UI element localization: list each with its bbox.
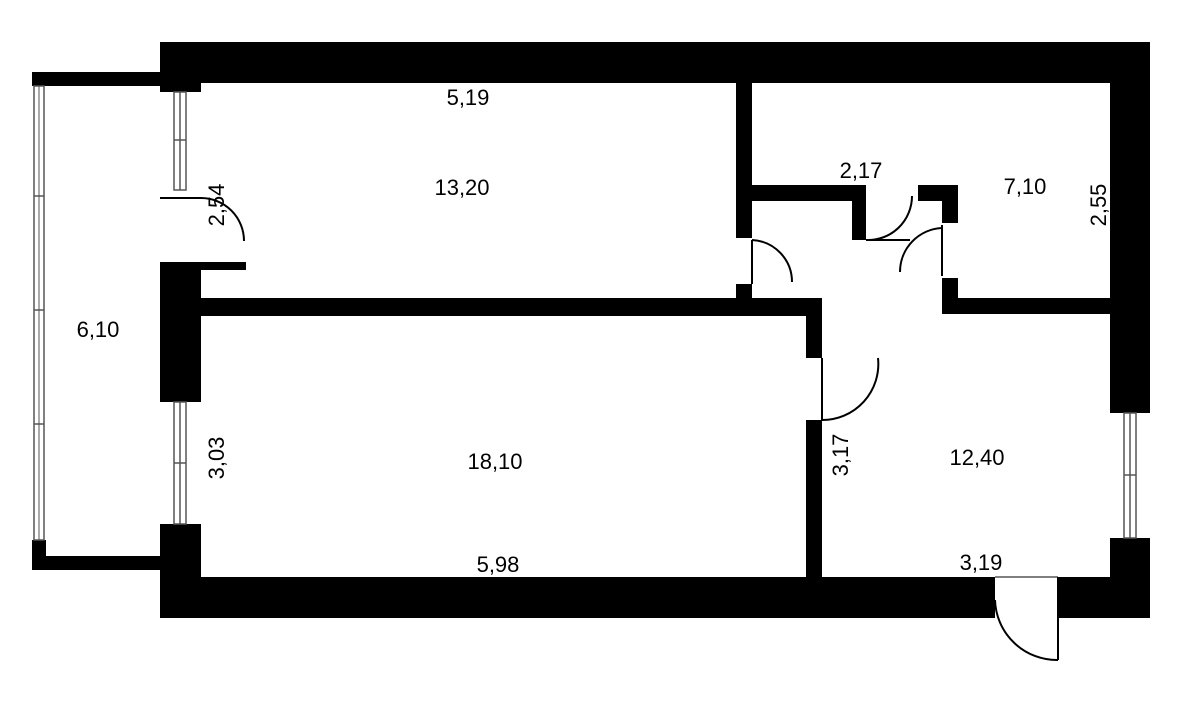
door-room-top-left [751, 239, 794, 284]
room-small-area: 7,10 [1004, 174, 1047, 199]
window-left-top [173, 91, 187, 191]
room-top-left-width: 5,19 [447, 85, 490, 110]
room-top-left-area: 13,20 [434, 175, 489, 200]
door-room-bottom-left [821, 357, 880, 422]
door-small-room-right [898, 225, 943, 276]
outer-wall-top [160, 42, 1150, 83]
outer-wall-left-top [160, 42, 201, 92]
door-balcony [160, 197, 245, 242]
wall-small-room-stub-lower [942, 278, 958, 300]
room-right-width: 3,19 [960, 550, 1003, 575]
wall-top-middle [736, 83, 752, 238]
room-top-left-depth: 2,54 [204, 184, 229, 227]
outer-wall-bottom-right [1058, 577, 1150, 618]
room-bottom-left-depth: 3,03 [204, 437, 229, 480]
balcony-rail-top [32, 72, 160, 86]
outer-wall-left-bottom [160, 524, 201, 618]
outer-wall-bottom-left [160, 577, 995, 618]
balcony-post-bottom [32, 540, 46, 570]
doors [160, 195, 1059, 662]
wall-bottom-middle-upper [806, 298, 822, 358]
outer-wall-left-mid [160, 262, 201, 402]
walls [160, 42, 1150, 618]
room-right-area: 12,40 [949, 445, 1004, 470]
room-bottom-left-width: 5,98 [477, 552, 520, 577]
room-bottom-left-area: 18,10 [467, 449, 522, 474]
door-small-room-left [865, 195, 914, 242]
wall-small-room-left [852, 185, 866, 240]
room-small-width: 2,17 [840, 158, 883, 183]
labels: 5,19 13,20 2,54 2,17 7,10 2,55 6,10 3,03… [77, 85, 1111, 577]
wall-small-room-bottom [942, 298, 1110, 314]
room-right-depth: 3,17 [828, 434, 853, 477]
wall-small-room-top [752, 185, 866, 201]
balcony-area: 6,10 [77, 317, 120, 342]
balcony-rail-bottom [32, 556, 160, 570]
outer-wall-right-upper [1110, 42, 1150, 413]
windows [173, 91, 1137, 539]
door-entrance [994, 576, 1059, 662]
wall-top-middle-lower [736, 284, 752, 298]
wall-left-rooms-divider [201, 298, 821, 316]
wall-bottom-middle-lower [806, 420, 822, 577]
balcony [32, 72, 160, 570]
window-left-bottom [173, 401, 187, 525]
window-right [1123, 412, 1137, 539]
balcony-door-jamb [201, 262, 246, 270]
room-small-depth: 2,55 [1086, 184, 1111, 227]
wall-small-room-stub [942, 185, 958, 223]
